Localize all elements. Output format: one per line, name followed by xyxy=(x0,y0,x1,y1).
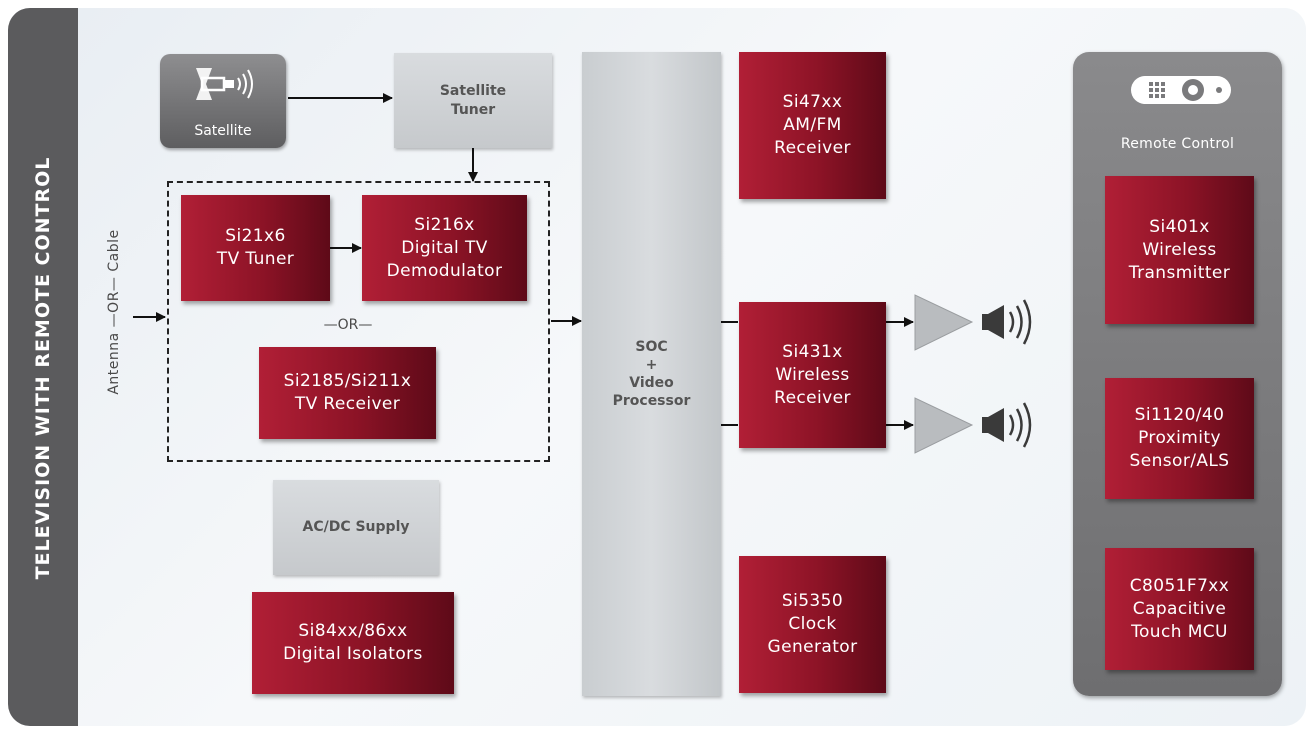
chip-line: Proximity xyxy=(1138,428,1221,448)
chip-line: Wireless xyxy=(1142,239,1217,260)
chip-line: Demodulator xyxy=(386,260,503,281)
chip-line: Clock xyxy=(788,614,837,634)
wireless-receiver-chip: Si431x Wireless Receiver xyxy=(739,302,886,448)
chip-line: Si1120/40 xyxy=(1134,405,1225,425)
speaker-icon xyxy=(982,299,1032,345)
block-line: + xyxy=(645,357,658,373)
or-label: —OR— xyxy=(323,317,373,333)
chip-line: Si2185/Si211x xyxy=(283,371,412,391)
digital-isolators-chip: Si84xx/86xx Digital Isolators xyxy=(252,592,454,694)
chip-line: Si47xx xyxy=(782,92,843,112)
chip-line: Receiver xyxy=(774,387,851,408)
block-line: Tuner xyxy=(450,101,496,118)
block-line: AC/DC Supply xyxy=(302,519,410,535)
chip-line: AM/FM xyxy=(783,115,842,135)
touch-mcu-chip: C8051F7xx Capacitive Touch MCU xyxy=(1105,548,1254,670)
demodulator-chip: Si216x Digital TV Demodulator xyxy=(362,195,527,301)
chip-line: Touch MCU xyxy=(1131,621,1228,642)
proximity-sensor-chip: Si1120/40 Proximity Sensor/ALS xyxy=(1105,378,1254,499)
chip-line: Wireless xyxy=(775,364,850,385)
chip-line: Digital Isolators xyxy=(283,644,423,664)
satellite-source: Satellite xyxy=(160,54,286,148)
satellite-tuner-block: Satellite Tuner xyxy=(394,53,552,148)
remote-control-panel: Remote Control Si401x Wireless Transmitt… xyxy=(1073,52,1282,696)
chip-line: TV Receiver xyxy=(294,394,401,414)
chip-line: C8051F7xx xyxy=(1129,575,1230,596)
chip-line: Capacitive xyxy=(1132,598,1227,619)
chip-line: Si84xx/86xx xyxy=(298,621,408,641)
chip-line: Si5350 xyxy=(781,591,844,611)
block-line: Satellite xyxy=(439,82,507,99)
amplifier-icon xyxy=(914,294,974,351)
speaker-icon xyxy=(982,402,1032,448)
clock-generator-chip: Si5350 Clock Generator xyxy=(739,556,886,693)
side-band: TELEVISION WITH REMOTE CONTROL xyxy=(8,8,78,726)
chip-line: Si216x xyxy=(414,214,475,235)
chip-line: Si431x xyxy=(782,341,843,362)
chip-line: Generator xyxy=(767,637,858,657)
satellite-label: Satellite xyxy=(194,123,252,139)
am-fm-receiver-chip: Si47xx AM/FM Receiver xyxy=(739,52,886,199)
chip-line: Si21x6 xyxy=(225,226,286,246)
amplifier-icon xyxy=(914,397,974,454)
block-line: SOC xyxy=(635,339,668,355)
block-line: Video xyxy=(629,375,674,391)
input-source-label: Antenna —OR— Cable xyxy=(106,229,122,395)
chip-line: Si401x xyxy=(1149,216,1210,237)
chip-line: TV Tuner xyxy=(216,249,295,269)
tv-receiver-chip: Si2185/Si211x TV Receiver xyxy=(259,347,436,439)
soc-video-processor-block: SOC + Video Processor xyxy=(582,52,721,696)
wireless-transmitter-chip: Si401x Wireless Transmitter xyxy=(1105,176,1254,324)
chip-line: Digital TV xyxy=(401,237,488,258)
chip-line: Receiver xyxy=(774,138,851,158)
tv-frontend-group xyxy=(167,181,550,462)
remote-control-icon xyxy=(1131,76,1231,104)
ac-dc-supply-block: AC/DC Supply xyxy=(273,480,439,575)
chip-line: Sensor/ALS xyxy=(1129,451,1230,471)
block-line: Processor xyxy=(612,393,691,409)
remote-control-label: Remote Control xyxy=(1120,136,1235,152)
chip-line: Transmitter xyxy=(1128,262,1231,283)
tv-tuner-chip: Si21x6 TV Tuner xyxy=(181,195,330,301)
satellite-dish-icon xyxy=(196,68,253,100)
